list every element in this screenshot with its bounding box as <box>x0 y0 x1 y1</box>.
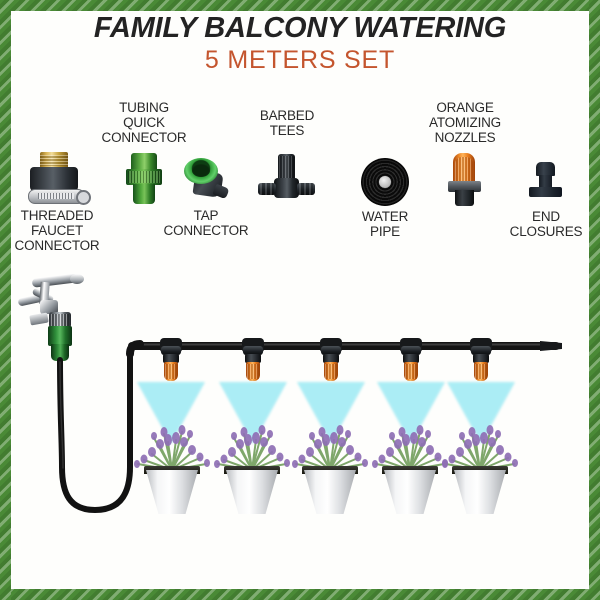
pipe-end-closure <box>540 341 562 351</box>
supply-hose <box>57 347 133 514</box>
lavender-foliage <box>292 425 368 471</box>
tubing-quick-connector-icon <box>122 153 166 208</box>
frame-left-border <box>0 0 11 600</box>
legend-label-water-pipe: WATER PIPE <box>361 209 409 239</box>
components-legend: THREADED FAUCET CONNECTOR TUBING QUICK C… <box>0 96 600 261</box>
water-pipe-coil-icon <box>361 158 409 206</box>
page-title: FAMILY BALCONY WATERING <box>93 12 507 44</box>
nozzle <box>400 346 422 386</box>
threaded-faucet-connector-icon <box>22 152 91 205</box>
legend-label-tubing-quick-connector: TUBING QUICK CONNECTOR <box>101 100 187 145</box>
potted-plant <box>362 414 458 514</box>
potted-plant <box>124 414 220 514</box>
lavender-foliage <box>214 425 290 471</box>
nozzle <box>160 346 182 386</box>
legend-label-end-closures: END CLOSURES <box>509 209 583 239</box>
orange-atomizing-nozzle-icon <box>446 153 484 208</box>
frame-bottom-border <box>0 589 600 600</box>
lavender-foliage <box>442 425 518 471</box>
system-diagram <box>0 262 600 582</box>
nozzle <box>320 346 342 386</box>
potted-plant <box>432 414 528 514</box>
nozzle <box>242 346 264 386</box>
legend-label-threaded-faucet-connector: THREADED FAUCET CONNECTOR <box>14 208 100 253</box>
potted-plant <box>204 414 300 514</box>
lavender-foliage <box>134 425 210 471</box>
frame-top-border <box>0 0 600 11</box>
page-subtitle: 5 METERS SET <box>204 46 396 74</box>
nozzle <box>470 346 492 386</box>
legend-label-orange-atomizing-nozzles: ORANGE ATOMIZING NOZZLES <box>429 100 501 145</box>
manifold-pipe <box>128 342 560 350</box>
frame-right-border <box>589 0 600 600</box>
legend-label-tap-connector: TAP CONNECTOR <box>163 208 249 238</box>
tap-connector-icon <box>182 156 230 204</box>
barbed-tee-icon <box>258 154 315 202</box>
faucet-assembly <box>17 273 88 364</box>
potted-plant <box>282 414 378 514</box>
end-closure-icon <box>527 162 565 202</box>
legend-label-barbed-tees: BARBED TEES <box>259 108 315 138</box>
